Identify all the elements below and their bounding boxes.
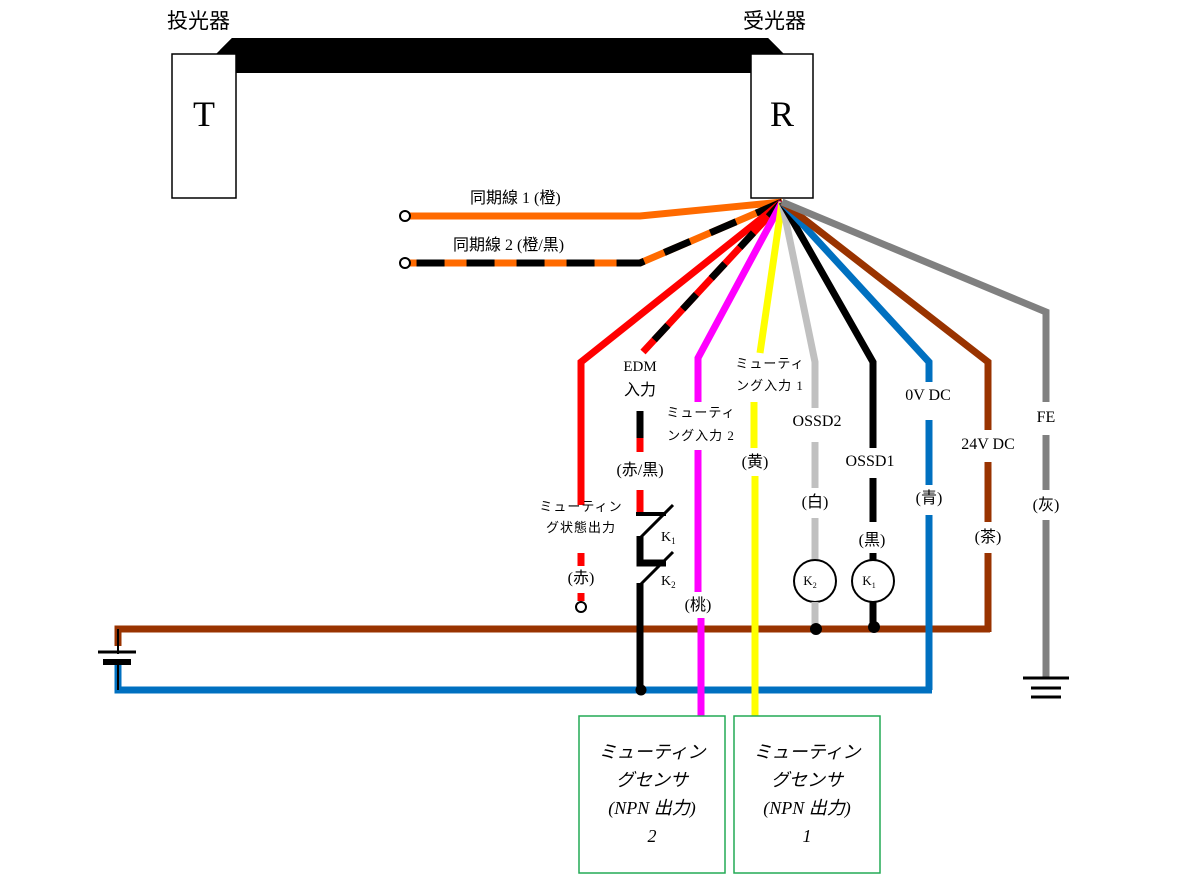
ossd1-label: OSSD1 [846, 453, 895, 470]
wire-muting-status [577, 199, 785, 505]
v24-label: 24V DC [961, 436, 1015, 453]
wire-ossd1 [778, 200, 877, 448]
receiver-unit [750, 53, 814, 199]
wire-sync1 [410, 198, 783, 220]
muting1-label-1: ミューティ [735, 356, 804, 371]
ground-icon [1023, 676, 1069, 699]
muting-status-color: (赤) [568, 569, 595, 587]
zero-v-label: 0V DC [905, 387, 951, 404]
emitter-unit [171, 53, 237, 199]
muting2-color: (桃) [685, 596, 712, 614]
edm-junction-dot [635, 684, 647, 696]
ossd1-color: (黒) [859, 532, 886, 549]
zero-v-color: (青) [916, 489, 943, 507]
sync2-terminal[interactable] [399, 257, 411, 269]
muting-sensor-1: ミューティン グセンサ (NPN 出力) 1 [733, 715, 881, 874]
ossd2-color: (白) [802, 493, 829, 511]
muting2-label-1: ミューティ [666, 405, 735, 420]
muting-sensor-2: ミューティン グセンサ (NPN 出力) 2 [578, 715, 726, 874]
wire-muting2 [694, 200, 786, 402]
sensor2-line3: (NPN 出力) [608, 798, 696, 819]
wire-0v [779, 199, 933, 382]
emitter-title: 投光器 [167, 9, 230, 33]
v24-color: (茶) [975, 528, 1002, 546]
bus-24v [114, 625, 990, 646]
relay-k1-label: K1 [862, 573, 875, 590]
sensor2-line1: ミューティン [599, 742, 707, 762]
sensor2-line2: グセンサ [616, 770, 690, 790]
wire-muting1 [756, 201, 786, 354]
fe-color: (灰) [1033, 496, 1060, 514]
muting2-label-2: ング入力 2 [667, 428, 735, 443]
bus-0v [114, 664, 932, 694]
sensor1-line4: 1 [803, 826, 812, 846]
edm-label-1: EDM [623, 359, 656, 375]
receiver-letter: R [770, 94, 794, 134]
wire-edm-stripes [640, 199, 785, 355]
sensor1-line3: (NPN 出力) [763, 798, 851, 819]
relay-k2-label: K2 [803, 573, 816, 590]
sensor1-line2: グセンサ [771, 770, 845, 790]
fe-label: FE [1037, 409, 1056, 426]
edm-label-2: 入力 [624, 381, 656, 399]
muting-status-terminal[interactable] [575, 601, 587, 613]
muting-status-label-1: ミューティン [539, 499, 622, 514]
sync1-terminal[interactable] [399, 210, 411, 222]
ossd2-junction-dot [810, 623, 822, 635]
muting1-color: (黄) [742, 453, 769, 471]
wire-fe [780, 198, 1050, 402]
edm-color: (赤/黒) [616, 461, 663, 479]
wire-sync2-stripes [410, 198, 784, 267]
edm-contacts [636, 503, 675, 690]
cable-top [220, 38, 780, 50]
muting1-label-2: ング入力 1 [736, 378, 804, 393]
ossd1-junction-dot [868, 621, 880, 633]
battery-icon [98, 650, 136, 665]
sync1-label: 同期線 1 (橙) [470, 189, 561, 207]
wire-24v [779, 199, 992, 430]
ossd2-label: OSSD2 [793, 413, 842, 430]
contact-k2-label: K2 [661, 574, 676, 590]
sensor1-line1: ミューティン [754, 742, 862, 762]
wire-ossd2 [778, 201, 819, 408]
emitter-letter: T [193, 94, 215, 134]
muting-status-label-2: グ状態出力 [546, 520, 616, 535]
sync2-label: 同期線 2 (橙/黒) [453, 236, 564, 254]
sensor2-line4: 2 [648, 826, 657, 846]
contact-k1-label: K1 [661, 530, 676, 546]
receiver-title: 受光器 [743, 9, 806, 33]
